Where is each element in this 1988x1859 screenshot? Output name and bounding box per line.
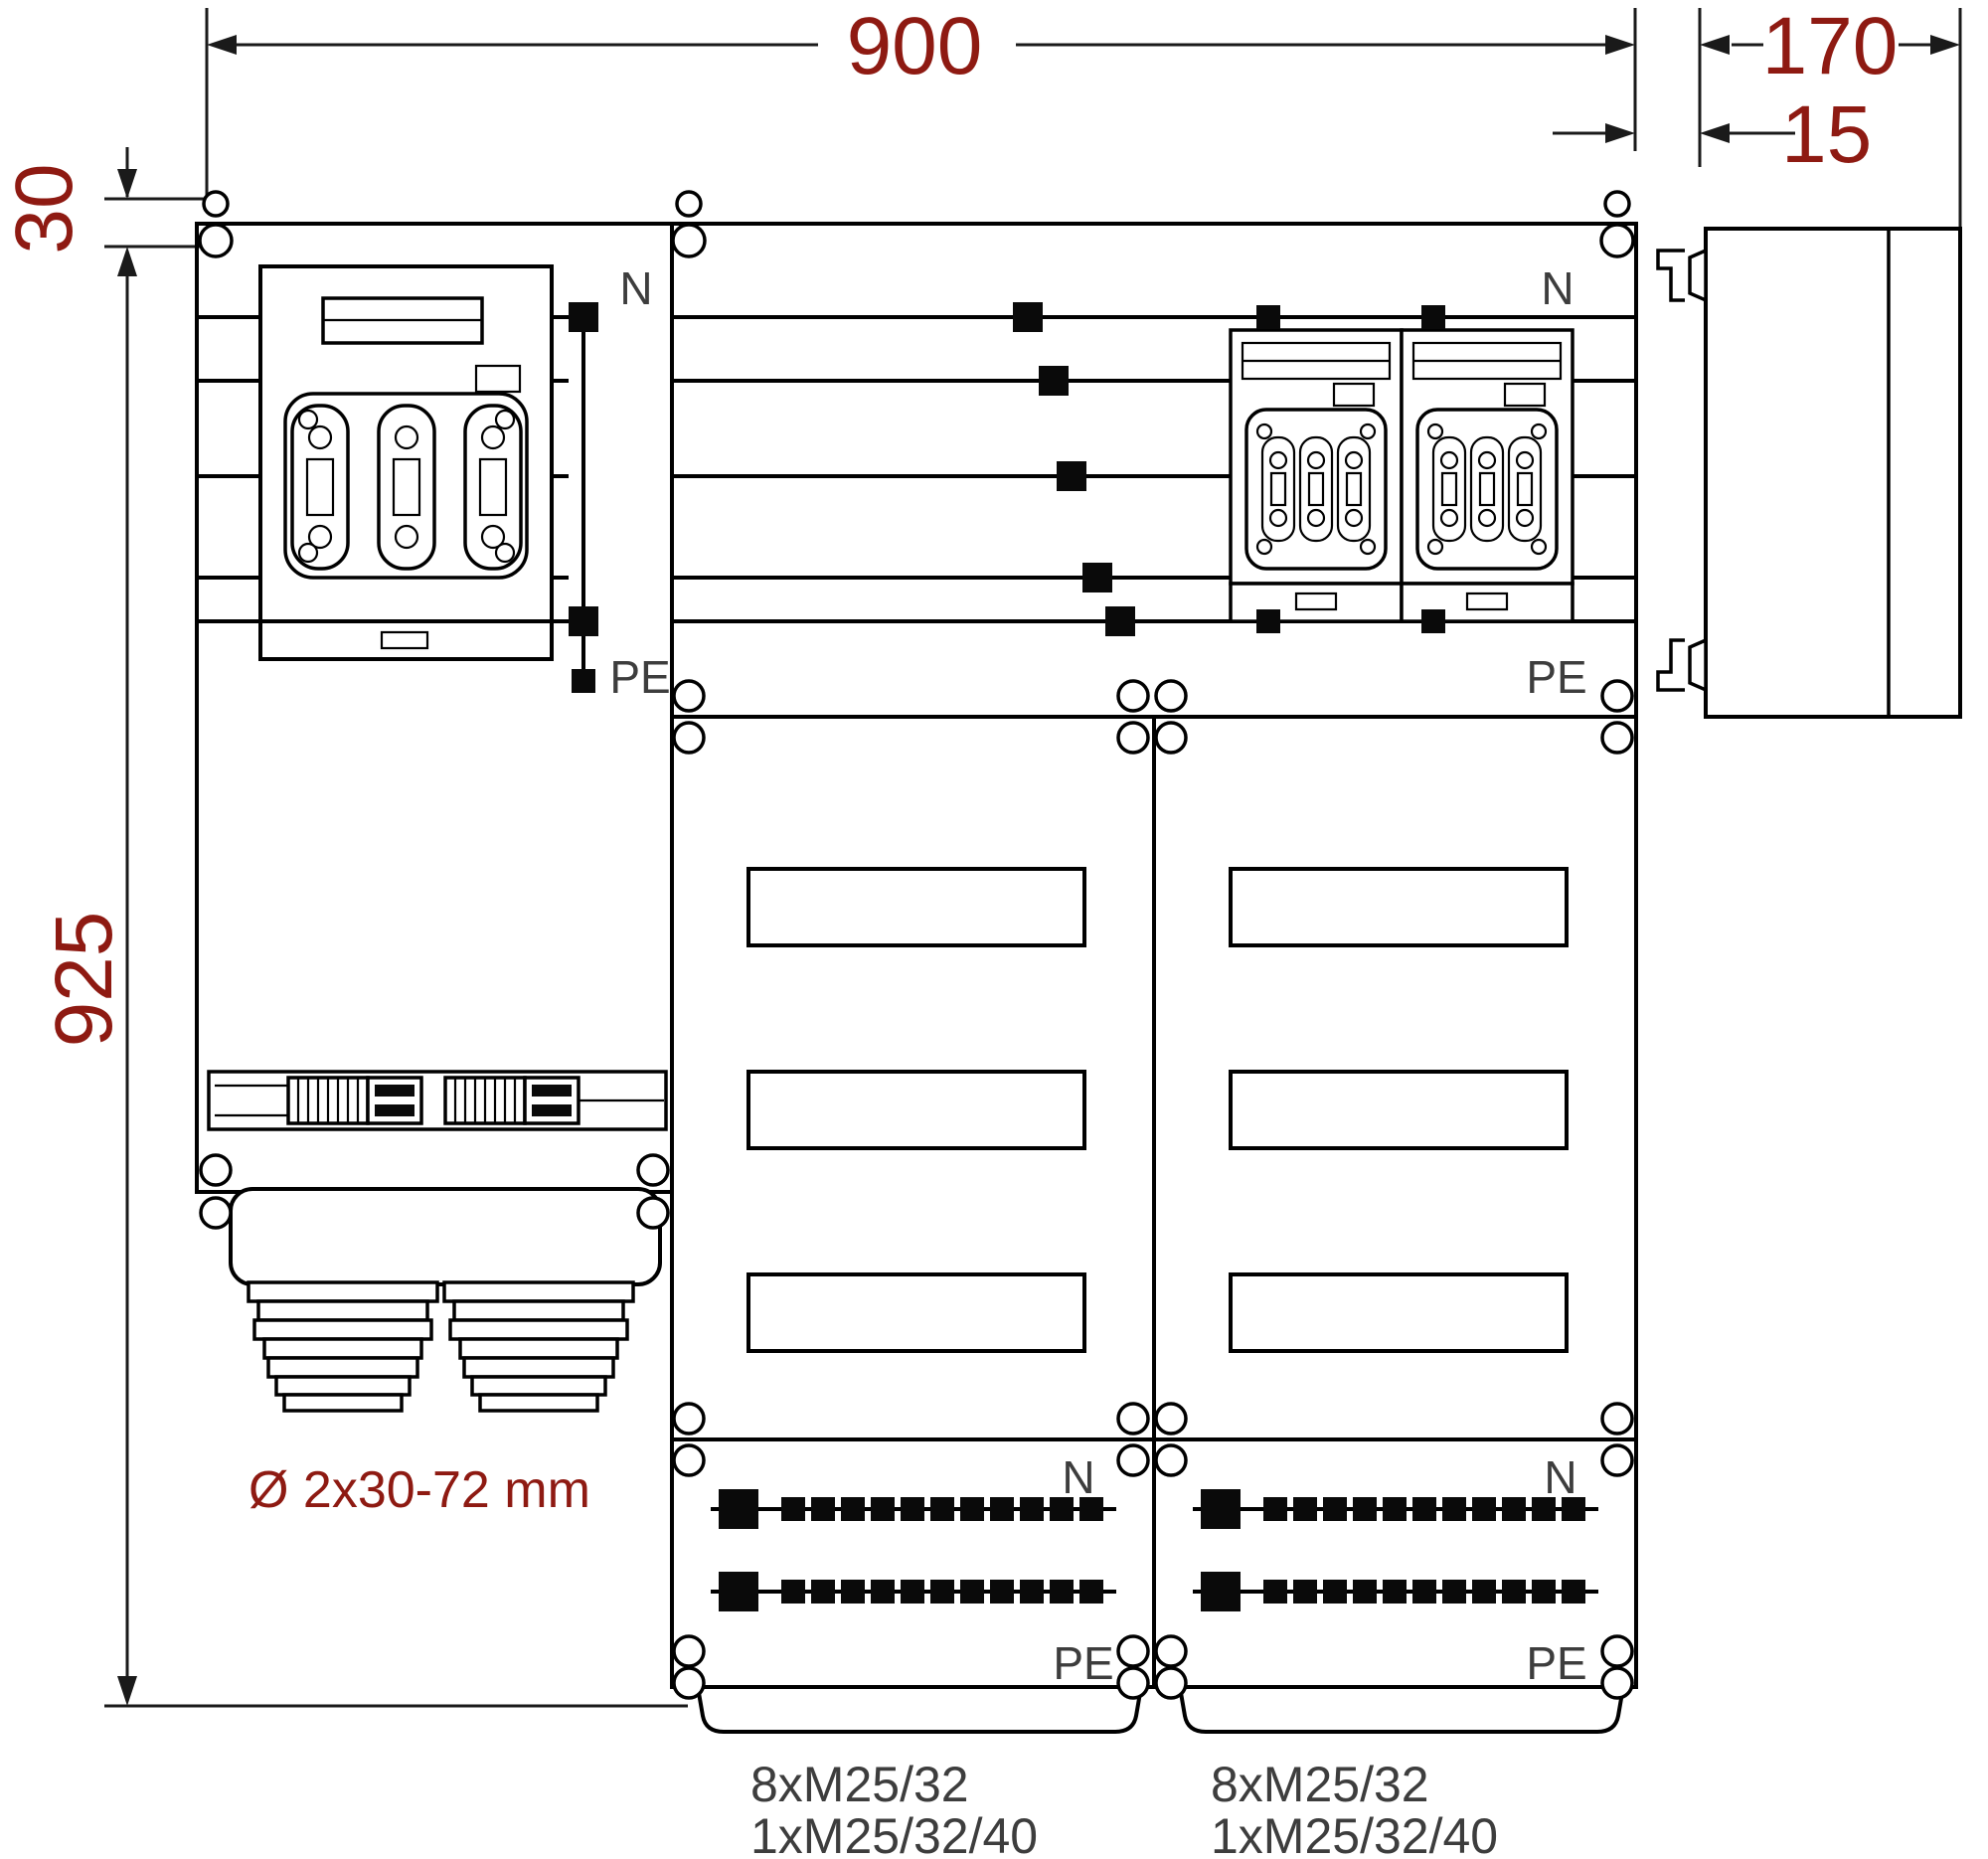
- dimension-height-925: 925: [39, 912, 129, 1048]
- terminal-strip: [207, 1070, 668, 1131]
- dimension-top-30: 30: [0, 163, 89, 254]
- top-right-n-label: N: [1541, 262, 1574, 314]
- fuse-switch-unit-2: [1400, 328, 1574, 623]
- enclosure-front-view: N PE N PE: [195, 190, 1638, 1734]
- fuse-switch-disconnector-main: [258, 264, 554, 661]
- corner-screws: [198, 190, 1635, 1700]
- top-left-n-label: N: [619, 262, 652, 314]
- cable-gland-range-label: Ø 2x30-72 mm: [248, 1461, 590, 1519]
- bottom-right-glands-line2: 1xM25/32/40: [1211, 1808, 1498, 1859]
- top-left-pe-label: PE: [609, 651, 670, 703]
- bottom-right-n-label: N: [1544, 1451, 1576, 1503]
- bottom-left-glands-line2: 1xM25/32/40: [750, 1808, 1038, 1859]
- bottom-left-pe-label: PE: [1053, 1637, 1113, 1689]
- dimension-depth-170: 170: [1762, 1, 1899, 91]
- bottom-left-glands-line1: 8xM25/32: [750, 1757, 969, 1812]
- bottom-right-terminal-rows: N PE: [1193, 1451, 1598, 1689]
- wall-bracket-bottom: [1656, 638, 1685, 692]
- bottom-left-terminal-rows: N PE: [711, 1451, 1116, 1689]
- gland-annotations: Ø 2x30-72 mm 8xM25/32 1xM25/32/40 8xM25/…: [248, 1461, 1498, 1859]
- bottom-right-glands-line1: 8xM25/32: [1211, 1757, 1429, 1812]
- top-right-pe-label: PE: [1526, 651, 1586, 703]
- panel-mid-left: [670, 715, 1156, 1441]
- module-windows: [746, 867, 1569, 1353]
- bottom-left-n-label: N: [1062, 1451, 1094, 1503]
- bottom-flanges: [695, 1685, 1626, 1734]
- dimension-width-900: 900: [847, 1, 983, 91]
- wall-bracket-top: [1656, 249, 1685, 302]
- fuse-switch-unit-1: [1229, 328, 1404, 623]
- panel-mid-right: [1152, 715, 1638, 1441]
- dimension-gap-15: 15: [1781, 89, 1872, 180]
- enclosure-side-view: [1656, 227, 1962, 719]
- cable-gland-flange: [229, 1187, 662, 1413]
- bottom-right-pe-label: PE: [1526, 1637, 1586, 1689]
- dimension-annotations: 900 170 15 30 925: [0, 1, 1962, 1708]
